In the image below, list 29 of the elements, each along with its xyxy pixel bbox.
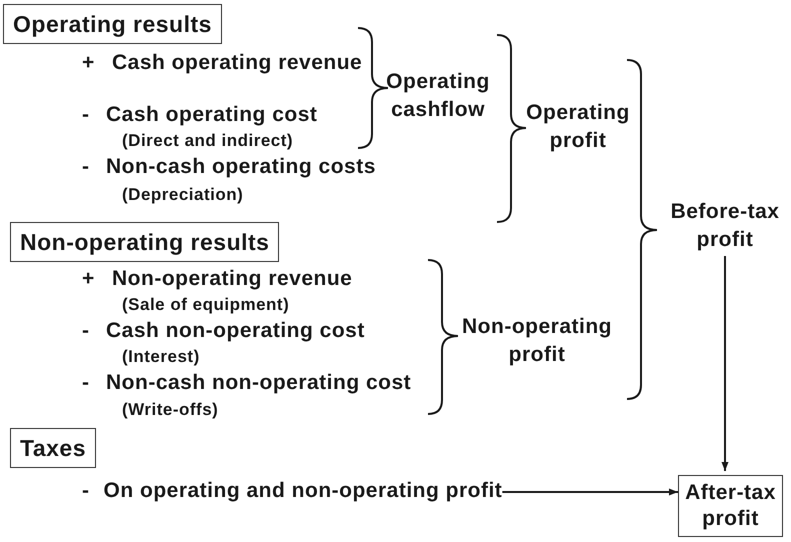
note-text: (Depreciation) <box>122 184 244 206</box>
result-label: Operating cashflow <box>385 69 491 123</box>
item-text: Non-cash non-operating cost <box>106 370 412 396</box>
heading-box: Operating results <box>3 4 222 44</box>
sign-symbol: - <box>82 370 90 396</box>
note-text: (Sale of equipment) <box>122 294 290 316</box>
item-text: Cash operating cost <box>106 102 318 128</box>
arrow <box>722 256 728 471</box>
item-text: Cash non-operating cost <box>106 318 365 344</box>
result-label: Non-operating profit <box>461 314 613 368</box>
result-label: Before-tax profit <box>660 198 790 254</box>
sign-symbol: - <box>82 479 90 502</box>
item-text: Cash operating revenue <box>112 50 362 76</box>
note-text: (Direct and indirect) <box>122 130 294 152</box>
arrow <box>502 488 678 496</box>
heading-box: After-tax profit <box>678 475 783 537</box>
result-label: Operating profit <box>525 100 631 154</box>
sign-symbol: - <box>82 102 90 128</box>
sign-symbol: - <box>82 154 90 180</box>
sign-symbol: - <box>82 318 90 344</box>
heading-box: Non-operating results <box>10 222 280 262</box>
note-text: (Interest) <box>122 346 200 368</box>
sign-symbol: + <box>82 50 95 76</box>
item-text: Non-operating revenue <box>112 266 352 292</box>
item-text: On operating and non-operating profit <box>104 479 502 502</box>
item-text: Non-cash operating costs <box>106 154 376 180</box>
note-text: (Write-offs) <box>122 399 218 421</box>
sign-symbol: + <box>82 266 95 292</box>
heading-box: Taxes <box>10 428 96 468</box>
